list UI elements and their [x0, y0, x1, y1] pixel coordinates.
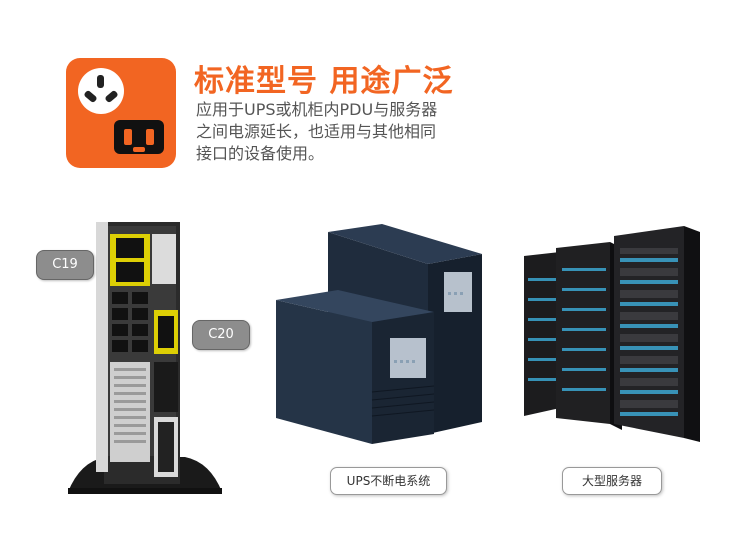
- server-racks-image: [524, 226, 700, 442]
- power-socket-icon: [66, 58, 176, 168]
- pdu-rear-panel-image: [68, 222, 222, 494]
- description-line-1: 应用于UPS或机柜内PDU与服务器: [196, 100, 438, 119]
- headline: 标准型号 用途广泛: [194, 64, 454, 99]
- socket-pin: [104, 89, 119, 104]
- ups-caption: UPS不断电系统: [330, 467, 447, 495]
- three-pin-socket-icon: [78, 68, 124, 114]
- description-line-2: 之间电源延长，也适用与其他相同: [196, 122, 437, 141]
- connector-ground: [133, 147, 145, 152]
- connector-slot: [124, 129, 132, 145]
- c19-connector-icon: [114, 120, 164, 154]
- description-line-3: 接口的设备使用。: [196, 144, 325, 163]
- ups-system-image: [276, 224, 482, 444]
- c19-label: C19: [36, 250, 94, 280]
- socket-pin: [83, 89, 98, 104]
- socket-pin: [97, 75, 104, 88]
- connector-slot: [146, 129, 154, 145]
- server-caption: 大型服务器: [562, 467, 662, 495]
- c20-label: C20: [192, 320, 250, 350]
